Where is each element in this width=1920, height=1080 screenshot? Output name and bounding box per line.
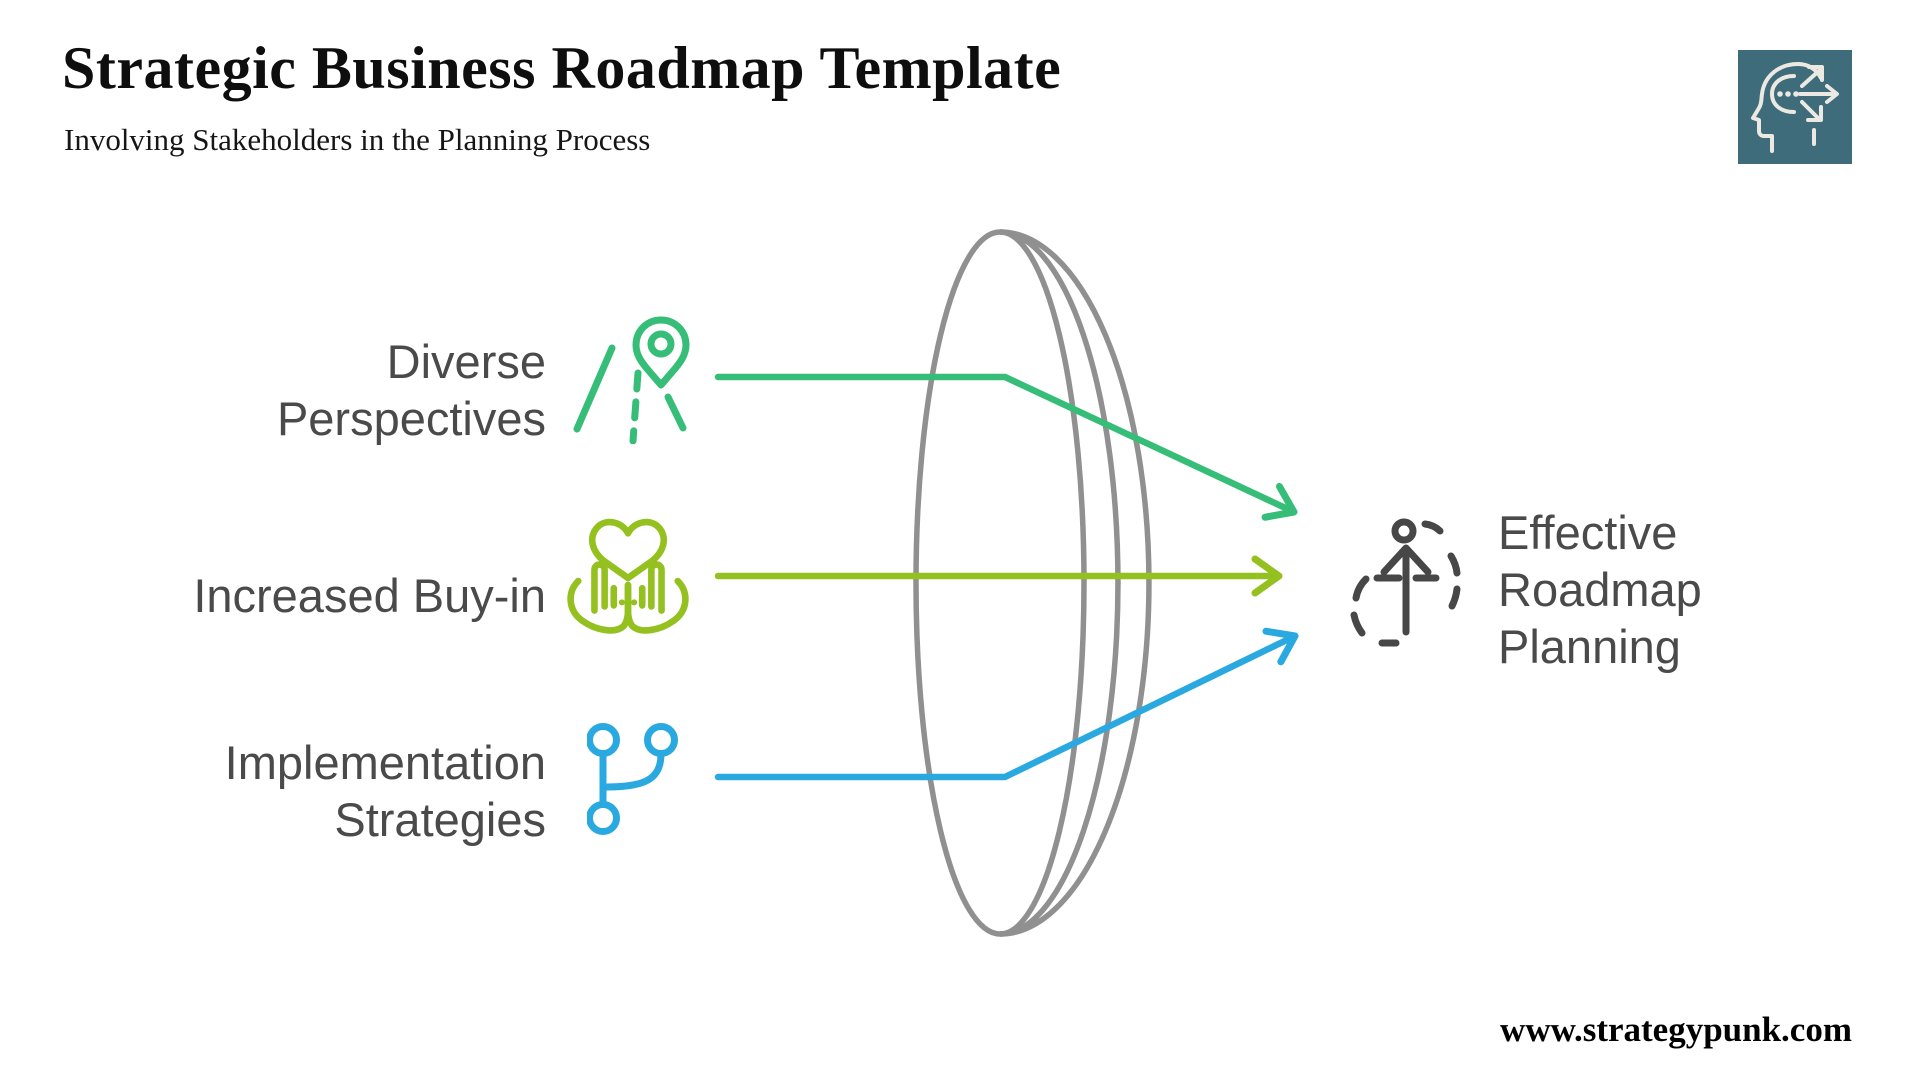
- factor-line: Diverse: [386, 335, 546, 388]
- factor-label-diverse-perspectives: Diverse Perspectives: [26, 333, 546, 447]
- arrow-implementation-strategies: [714, 627, 1299, 781]
- arrow-diverse-perspectives: [714, 373, 1298, 521]
- brand-logo: [1738, 50, 1852, 164]
- outcome-line: Planning: [1498, 620, 1681, 673]
- page-subtitle: Involving Stakeholders in the Planning P…: [64, 122, 651, 157]
- outcome-line: Roadmap: [1498, 563, 1702, 616]
- outcome-label-effective-roadmap-planning: Effective Roadmap Planning: [1498, 504, 1702, 675]
- factor-label-implementation-strategies: Implementation Strategies: [26, 734, 546, 848]
- factor-line: Strategies: [334, 793, 546, 846]
- factor-label-increased-buy-in: Increased Buy-in: [26, 567, 546, 624]
- website-link[interactable]: www.strategypunk.com: [1500, 1010, 1852, 1049]
- factor-line: Increased Buy-in: [193, 569, 546, 622]
- page-title: Strategic Business Roadmap Template: [62, 35, 1062, 101]
- git-branch-icon: [587, 719, 679, 837]
- lens-shape: [913, 229, 1152, 937]
- hands-holding-heart-icon: [565, 516, 691, 640]
- outcome-line: Effective: [1498, 506, 1678, 559]
- factor-line: Perspectives: [276, 392, 546, 445]
- head-strategy-icon: [1751, 62, 1839, 153]
- person-growth-arrow-icon: [1346, 512, 1466, 650]
- factor-line: Implementation: [224, 736, 546, 789]
- route-location-pin-icon: [569, 314, 704, 444]
